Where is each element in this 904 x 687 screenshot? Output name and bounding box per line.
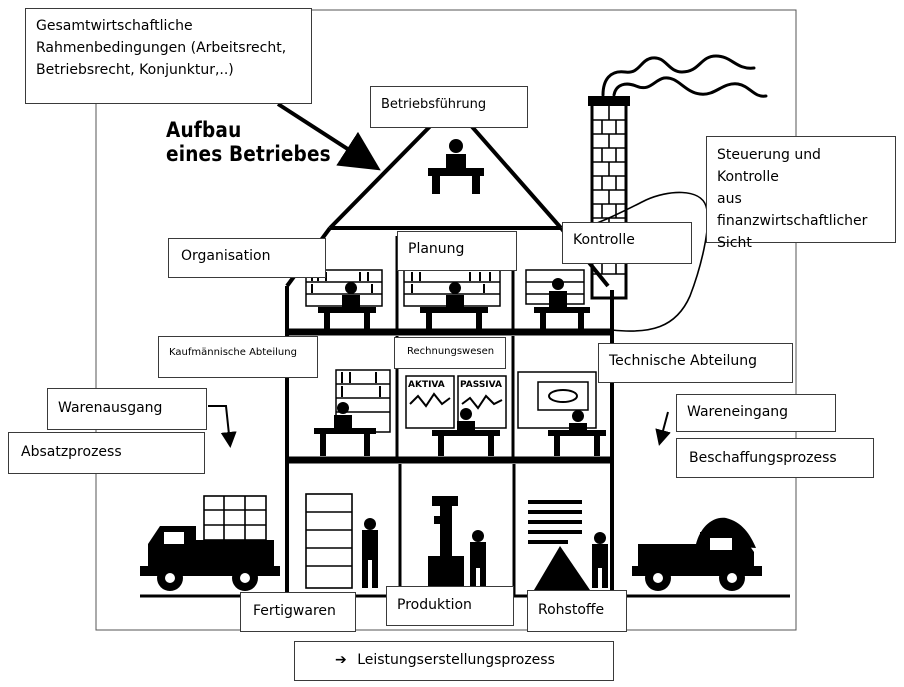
- leistungserstellungsprozess-box: ➔ Leistungserstellungsprozess: [294, 641, 614, 681]
- warenausgang-label: Warenausgang: [58, 400, 163, 416]
- rahmenbedingungen-label: Gesamtwirtschaftliche Rahmenbedingungen …: [36, 18, 287, 78]
- beschaffungsprozess-box: Beschaffungsprozess: [676, 438, 874, 478]
- left-truck: [140, 495, 280, 591]
- wareneingang-box: Wareneingang: [676, 394, 836, 432]
- manager-figure: [428, 139, 484, 194]
- absatzprozess-box: Absatzprozess: [8, 432, 205, 474]
- rechnungswesen-box: Rechnungswesen: [394, 337, 506, 369]
- technische-abteilung-label: Technische Abteilung: [609, 353, 758, 369]
- wareneingang-label: Wareneingang: [687, 404, 789, 420]
- right-truck: [632, 517, 762, 591]
- betriebsfuehrung-label: Betriebsführung: [381, 97, 487, 112]
- rohstoffe-label: Rohstoffe: [538, 602, 605, 618]
- warenausgang-arrow: [208, 405, 237, 448]
- kontrolle-box: Kontrolle: [562, 222, 692, 264]
- ground-floor: [305, 493, 608, 590]
- organisation-box: Organisation: [168, 238, 326, 278]
- steuerung-box: Steuerung und Kontrolle aus finanzwirtsc…: [706, 136, 896, 251]
- rohstoffe-box: Rohstoffe: [527, 590, 627, 632]
- middle-floor-offices: AKTIVA PASSIVA: [314, 369, 606, 456]
- title-line-1: Aufbau: [166, 118, 242, 142]
- fertigwaren-box: Fertigwaren: [240, 592, 356, 632]
- betriebsfuehrung-box: Betriebsführung: [370, 86, 528, 128]
- kontrolle-label: Kontrolle: [573, 232, 635, 248]
- diagram-title: Aufbau eines Betriebes: [166, 118, 331, 166]
- rechnungswesen-label: Rechnungswesen: [407, 346, 495, 357]
- kaufmaennische-abteilung-label: Kaufmännische Abteilung: [169, 347, 297, 358]
- title-line-2: eines Betriebes: [166, 142, 331, 166]
- kaufmaennische-abteilung-box: Kaufmännische Abteilung: [158, 336, 318, 378]
- upper-floor-offices: [305, 269, 590, 331]
- produktion-label: Produktion: [397, 597, 472, 613]
- aktiva-board-text: AKTIVA: [408, 380, 445, 390]
- planung-label: Planung: [408, 241, 465, 257]
- picture-frame: [95, 9, 797, 631]
- warenausgang-box: Warenausgang: [47, 388, 207, 430]
- planung-box: Planung: [397, 231, 517, 271]
- leistungserstellungsprozess-label: Leistungserstellungsprozess: [357, 652, 555, 668]
- wareneingang-arrow: [655, 411, 671, 446]
- rahmenbedingungen-box: Gesamtwirtschaftliche Rahmenbedingungen …: [25, 8, 312, 104]
- absatzprozess-label: Absatzprozess: [21, 444, 122, 460]
- chimney: [588, 96, 630, 300]
- beschaffungsprozess-label: Beschaffungsprozess: [689, 450, 837, 466]
- technische-abteilung-box: Technische Abteilung: [598, 343, 793, 383]
- smoke: [601, 54, 768, 98]
- rahmen-arrow: [276, 102, 381, 171]
- right-arrow-icon: ➔: [335, 652, 347, 668]
- fertigwaren-label: Fertigwaren: [253, 603, 336, 619]
- produktion-box: Produktion: [386, 586, 514, 626]
- steuerung-label: Steuerung und Kontrolle aus finanzwirtsc…: [717, 147, 868, 251]
- organisation-label: Organisation: [181, 248, 271, 264]
- passiva-board-text: PASSIVA: [460, 380, 502, 390]
